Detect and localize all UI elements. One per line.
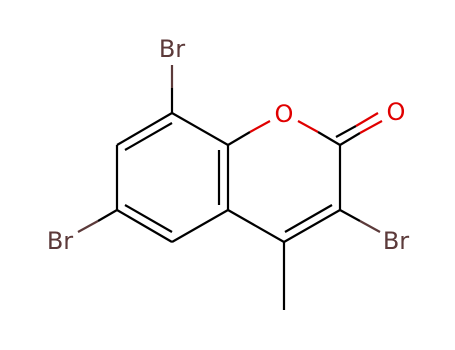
bonds [77, 65, 383, 310]
bond-c3-br [339, 209, 361, 222]
bond-c5-c6-inner [124, 204, 173, 233]
bond-c6-br [97, 209, 118, 222]
bond-o1-c2-carbon [317, 131, 341, 146]
bond-c6-br-color [77, 220, 99, 233]
bond-c8a-o1-oxygen [249, 120, 271, 133]
bond-o1-c2-oxygen [297, 120, 319, 133]
bond-c2-o-carbon-a [339, 132, 361, 146]
atom-br-top: Br [159, 35, 185, 63]
bond-c8-c8a [171, 112, 229, 146]
bond-c2-o-oxygen-b [355, 112, 379, 127]
atom-br-left: Br [47, 227, 73, 255]
bond-c2-o-oxygen-a [359, 120, 383, 134]
bond-c7-c8 [116, 112, 173, 146]
atom-o-ring: O [275, 100, 294, 128]
bond-c4-c4a [227, 209, 285, 243]
atom-o-carbonyl: O [387, 98, 406, 126]
bond-c3-br-color [359, 220, 381, 233]
bond-c5-c6 [116, 209, 173, 243]
atom-br-right: Br [383, 227, 409, 255]
bond-c2-o-carbon-b [335, 125, 357, 138]
bond-c3-c4-inner [284, 204, 333, 233]
bond-c7-c8-inner [124, 122, 173, 151]
bond-c8a-o1-carbon [227, 131, 251, 146]
atom-labels: Br Br Br O O [47, 35, 409, 255]
bond-c4a-c5 [171, 209, 229, 243]
bond-c3-c4 [283, 209, 341, 243]
